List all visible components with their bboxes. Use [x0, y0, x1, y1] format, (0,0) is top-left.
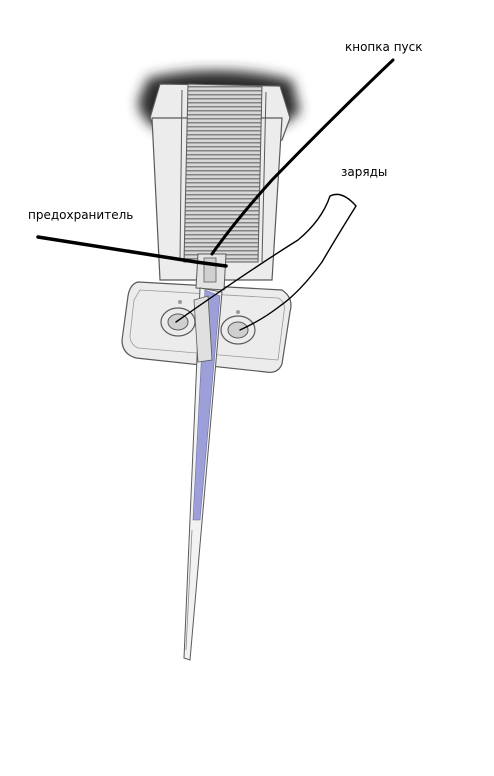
charge-port-right: [220, 315, 256, 345]
blade-groove: [192, 289, 221, 521]
pointer-line-safety: [36, 235, 228, 268]
label-safety: предохранитель: [28, 208, 134, 222]
label-start-button: кнопка пуск: [345, 40, 423, 54]
body-ribbing: [183, 83, 263, 263]
pointer-line-start-button: [210, 58, 395, 256]
label-charges: заряды: [341, 165, 388, 179]
pointer-line-charges: [175, 193, 357, 331]
